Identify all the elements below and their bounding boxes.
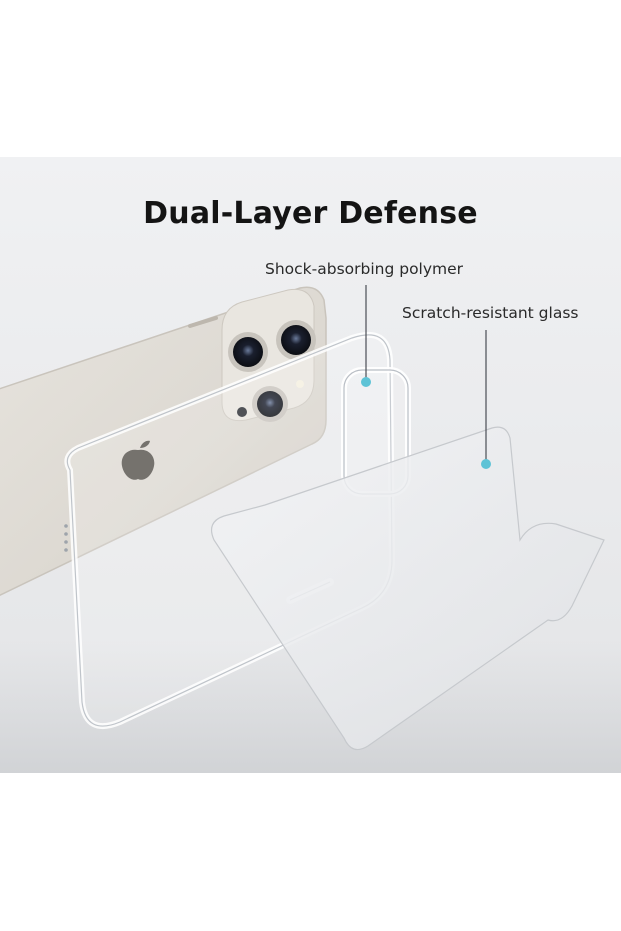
label-scratch-resistant-glass: Scratch-resistant glass (402, 304, 579, 322)
page-title: Dual-Layer Defense (143, 196, 478, 231)
label-shock-absorbing-polymer: Shock-absorbing polymer (265, 260, 464, 278)
glass-panel (211, 426, 605, 751)
callout-polymer (361, 285, 371, 387)
phone (0, 286, 327, 596)
callout-glass (481, 330, 491, 469)
camera-lens-icon (228, 320, 316, 422)
apple-logo-icon (121, 440, 155, 480)
